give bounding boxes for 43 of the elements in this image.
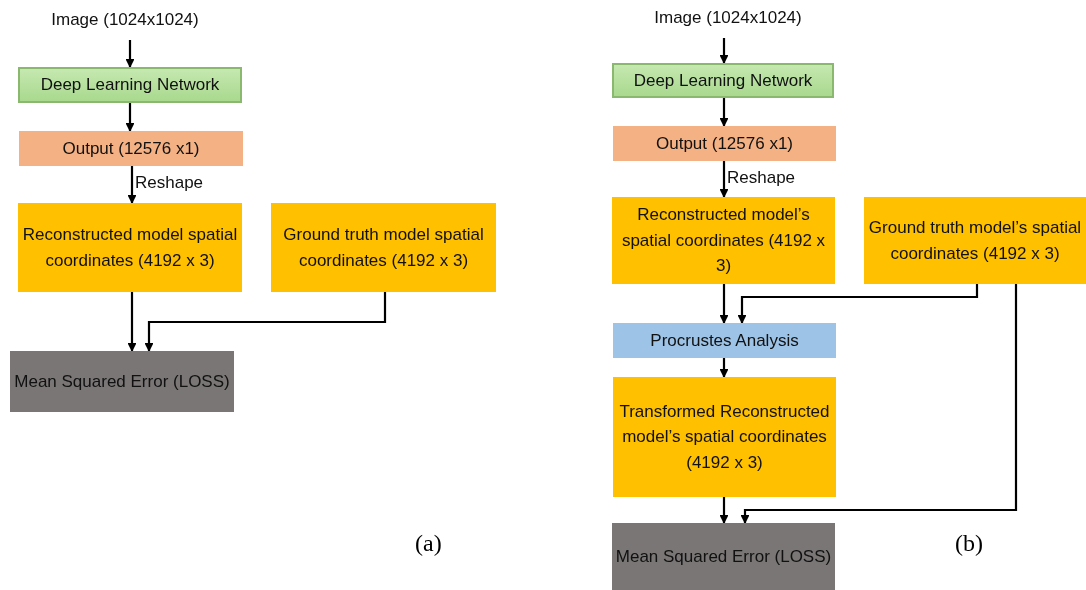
data-box: [613, 377, 836, 497]
data-box: [612, 197, 835, 284]
box-text: Mean Squared Error (LOSS): [14, 370, 230, 393]
edge-label: Reshape: [727, 168, 796, 188]
arrow: [127, 166, 137, 204]
process-box: [18, 67, 242, 103]
data-box: [271, 203, 496, 292]
process-box: [612, 63, 834, 98]
arrow: [144, 292, 387, 352]
box-text: Procrustes Analysis: [650, 329, 799, 352]
panel-label: (a): [415, 530, 442, 557]
box-text: Mean Squared Error (LOSS): [615, 545, 832, 568]
arrow: [719, 358, 729, 378]
arrow: [719, 497, 729, 524]
arrow: [740, 284, 1018, 524]
loss-box: [612, 523, 835, 590]
arrow: [737, 284, 979, 324]
output-box: [19, 131, 243, 166]
arrow: [719, 161, 729, 198]
box-text: Output (12576 x1): [656, 132, 793, 155]
arrow: [127, 292, 137, 352]
process-box: [613, 323, 836, 358]
loss-box: [10, 351, 234, 412]
arrow: [719, 284, 729, 324]
panel-label: (b): [955, 530, 983, 557]
edge-label: Reshape: [135, 173, 204, 193]
box-text: Transformed Reconstructed model’s spatial coordinates (4192 x 3): [618, 400, 831, 474]
box-text: Deep Learning Network: [40, 74, 220, 97]
output-box: [613, 126, 836, 161]
data-box: [864, 197, 1086, 284]
arrow: [125, 40, 135, 68]
box-text: Ground truth model spatial coordinates (4192 x 3): [282, 224, 485, 272]
arrow: [719, 98, 729, 127]
arrow: [125, 103, 135, 132]
arrow: [719, 38, 729, 64]
box-text: Deep Learning Network: [633, 69, 813, 92]
data-box: [18, 203, 242, 292]
box-text: Ground truth model’s spatial coordinates (4192 x 3): [867, 217, 1083, 265]
input-label: Image (1024x1024): [654, 7, 802, 30]
box-text: Reconstructed model spatial coordinates (4192 x 3): [21, 224, 239, 272]
box-text: Reconstructed model’s spatial coordinates (4192 x 3): [620, 204, 827, 278]
box-text: Output (12576 x1): [62, 137, 200, 160]
input-label: Image (1024x1024): [51, 9, 199, 32]
